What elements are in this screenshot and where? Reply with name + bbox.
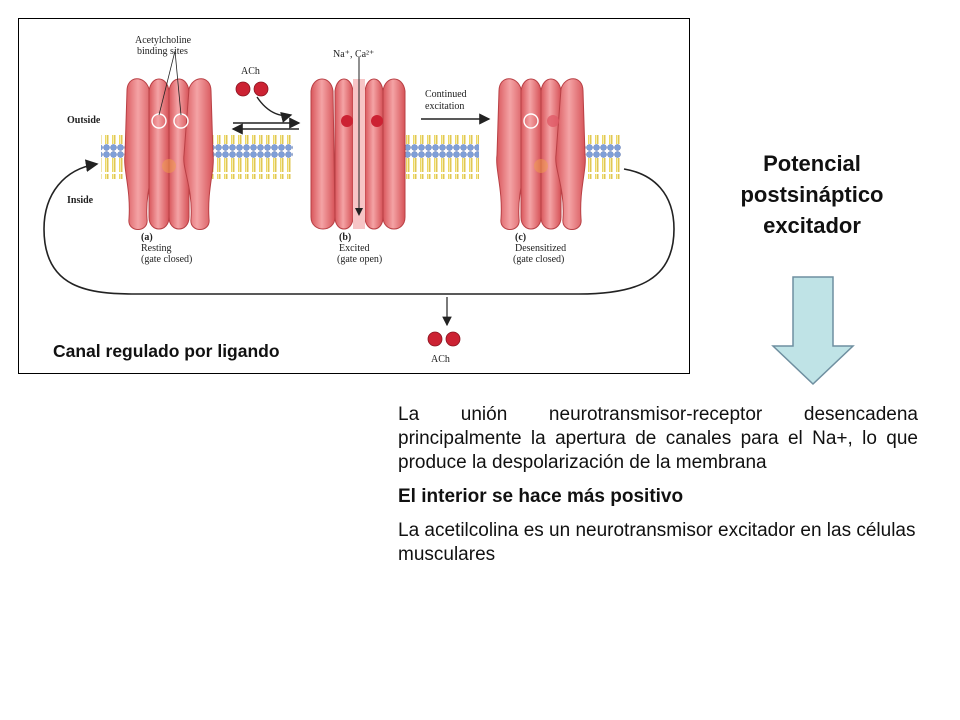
ach-molecule xyxy=(235,81,251,97)
side-title-line: excitador xyxy=(763,213,861,238)
binding-sites-label-line1: Acetylcholine xyxy=(135,35,192,46)
ions-label: Na⁺, Ca²⁺ xyxy=(333,49,374,60)
down-arrow-icon xyxy=(771,276,855,386)
ach-molecule xyxy=(253,81,269,97)
ach-molecule xyxy=(445,331,461,347)
cycle-loop-line xyxy=(43,159,138,295)
state-c-gate: (gate closed) xyxy=(513,254,564,265)
side-title-line: postsináptico xyxy=(740,182,884,207)
ligand-gated-channel-figure: Acetylcholine binding sites ACh Na⁺, Ca²… xyxy=(18,18,690,374)
membrane-segment-a-right xyxy=(209,135,293,179)
channel-excited xyxy=(310,57,406,230)
state-b-name: Excited xyxy=(339,243,370,254)
paragraph-interior-positive: El interior se hace más positivo xyxy=(398,486,684,507)
ach-top-label: ACh xyxy=(241,66,260,77)
outside-label: Outside xyxy=(67,115,101,126)
body-text: La unión neurotransmisor-receptor desenc… xyxy=(398,403,918,577)
state-a-name: Resting xyxy=(141,243,172,254)
continued-label-line1: Continued xyxy=(425,89,467,100)
state-a-letter: (a) xyxy=(141,232,153,243)
binding-sites-label-line2: binding sites xyxy=(137,46,188,57)
figure-caption: Canal regulado por ligando xyxy=(53,341,280,361)
channel-resting xyxy=(124,50,214,230)
figure-illustration: Acetylcholine binding sites ACh Na⁺, Ca²… xyxy=(43,35,675,365)
membrane-segment-b-right xyxy=(397,135,479,179)
inside-label: Inside xyxy=(67,195,94,206)
ach-binding-arrow xyxy=(256,96,293,123)
paragraph-acetylcholine: La acetilcolina es un neurotransmisor ex… xyxy=(398,520,916,565)
side-title: Potencial postsináptico excitador xyxy=(712,148,912,241)
state-c-letter: (c) xyxy=(515,232,526,243)
membrane-segment-c-right xyxy=(585,135,621,179)
continued-label-line2: excitation xyxy=(425,101,464,112)
paragraph-depolarization: La unión neurotransmisor-receptor desenc… xyxy=(398,404,918,473)
side-title-line: Potencial xyxy=(763,151,861,176)
ach-molecule xyxy=(427,331,443,347)
ach-bottom-label: ACh xyxy=(431,354,450,365)
state-a-gate: (gate closed) xyxy=(141,254,192,265)
channel-desensitized xyxy=(496,78,586,230)
cycle-return-line xyxy=(137,168,675,295)
state-b-letter: (b) xyxy=(339,232,351,243)
state-c-name: Desensitized xyxy=(515,243,566,254)
state-b-gate: (gate open) xyxy=(337,254,382,265)
